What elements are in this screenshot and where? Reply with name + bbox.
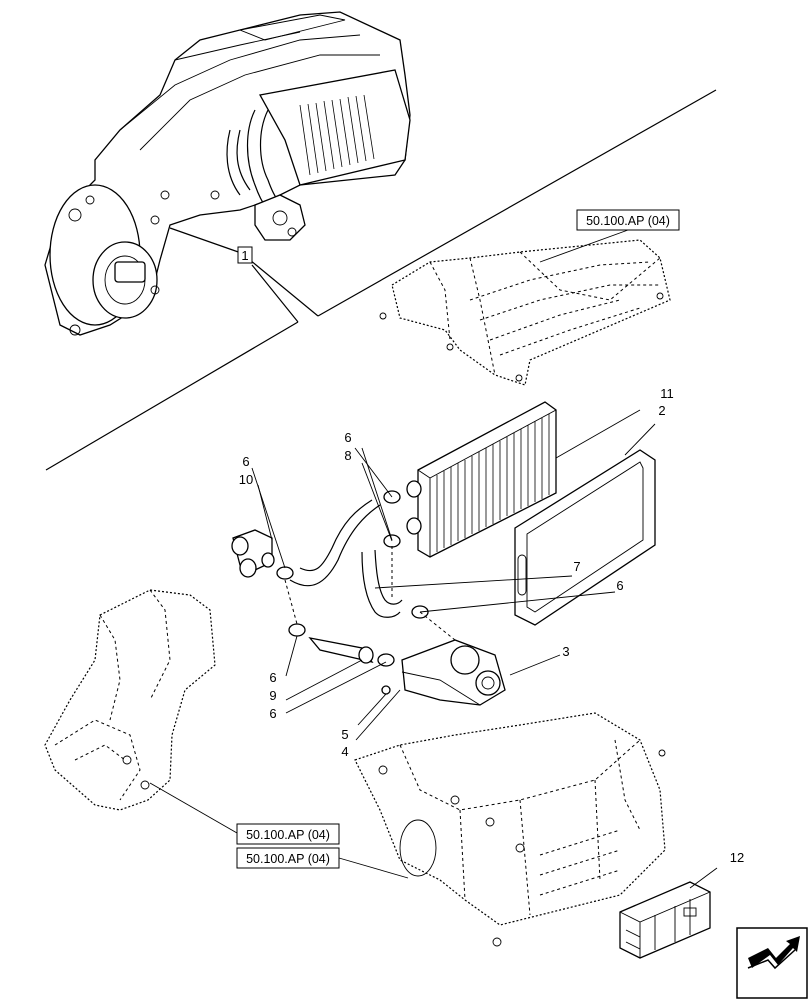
seal-frame bbox=[514, 449, 656, 626]
callout-4: 4 bbox=[341, 744, 348, 759]
leader-1-left bbox=[169, 227, 245, 255]
heater-core bbox=[406, 401, 557, 558]
divider-line-upper bbox=[317, 89, 717, 317]
leader-ref-bottom bbox=[338, 857, 409, 879]
air-duct bbox=[44, 589, 216, 811]
assembly-core-fins bbox=[299, 94, 375, 176]
hose-7 bbox=[361, 549, 403, 618]
callout-2: 2 bbox=[658, 403, 665, 418]
box-part-12 bbox=[619, 881, 711, 959]
leader-1-right bbox=[249, 259, 319, 317]
callout-6-upper: 6 bbox=[344, 430, 351, 445]
hose-upper-8 bbox=[289, 499, 381, 587]
water-valve-3 bbox=[381, 639, 506, 706]
callout-3: 3 bbox=[562, 644, 569, 659]
heater-core-fins bbox=[436, 414, 550, 552]
callout-10: 10 bbox=[239, 472, 253, 487]
callout-6-left: 6 bbox=[242, 454, 249, 469]
ref-label-mid[interactable]: 50.100.AP (04) bbox=[246, 828, 330, 842]
callout-9: 9 bbox=[269, 688, 276, 703]
callout-1: 1 bbox=[241, 248, 248, 263]
callout-5: 5 bbox=[341, 727, 348, 742]
next-page-arrow-icon[interactable] bbox=[736, 927, 808, 999]
upper-cover bbox=[379, 239, 671, 386]
callout-8: 8 bbox=[344, 448, 351, 463]
divider-line-lower bbox=[45, 321, 299, 471]
leader-1-down bbox=[251, 264, 299, 323]
hose-9 bbox=[308, 637, 374, 664]
ref-box-bottom bbox=[236, 847, 340, 869]
ref-label-top[interactable]: 50.100.AP (04) bbox=[586, 214, 670, 228]
leader-lines bbox=[251, 409, 718, 889]
callout-1-box bbox=[237, 246, 253, 264]
leader-ref-top bbox=[539, 229, 629, 263]
ref-label-bottom[interactable]: 50.100.AP (04) bbox=[246, 852, 330, 866]
hvac-assembly bbox=[44, 11, 411, 336]
hose-clamps bbox=[276, 490, 429, 667]
hose-bracket-10 bbox=[231, 529, 275, 578]
callout-6-bottom: 6 bbox=[269, 706, 276, 721]
ref-box-mid bbox=[236, 823, 340, 845]
ref-box-top bbox=[576, 209, 680, 231]
callout-6-lower: 6 bbox=[269, 670, 276, 685]
callout-12: 12 bbox=[730, 850, 744, 865]
callout-6-right: 6 bbox=[616, 578, 623, 593]
flow-line-2 bbox=[419, 611, 456, 641]
leader-ref-mid bbox=[149, 782, 238, 834]
flow-line-1 bbox=[284, 579, 298, 625]
callout-7: 7 bbox=[573, 559, 580, 574]
callout-11: 11 bbox=[660, 386, 674, 401]
lower-housing bbox=[354, 712, 666, 947]
